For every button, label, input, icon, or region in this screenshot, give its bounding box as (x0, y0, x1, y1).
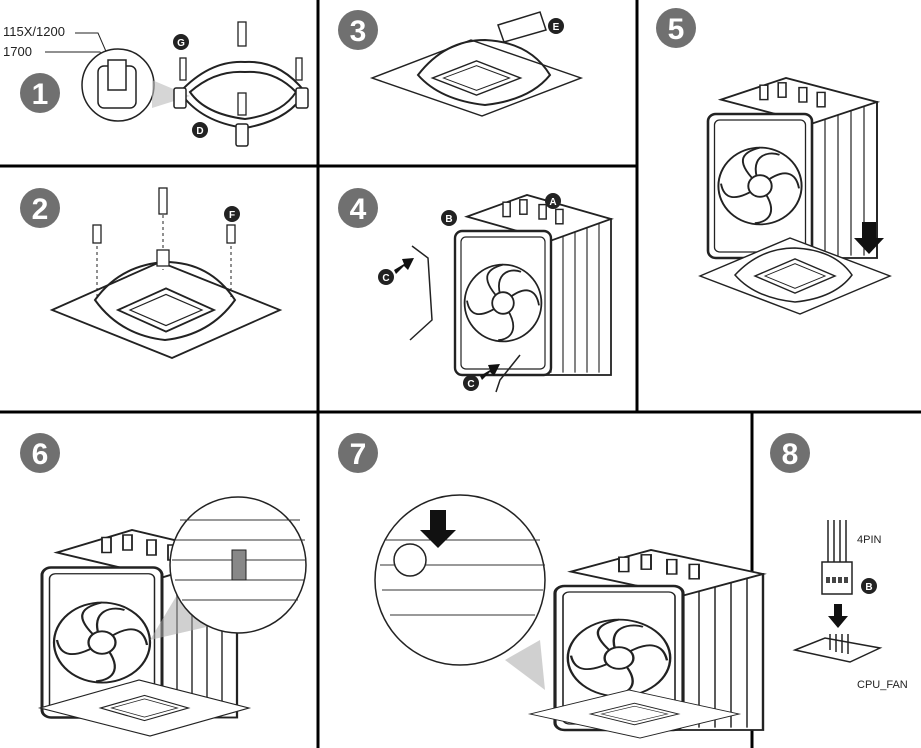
step-number: 6 (32, 438, 49, 471)
step-number: 1 (32, 78, 49, 111)
part-letter: C (467, 379, 474, 390)
step-badge-icon (338, 188, 378, 228)
step-badge-icon (770, 433, 810, 473)
step-number: 3 (350, 15, 367, 48)
step-badge-icon (656, 8, 696, 48)
header-label: CPU_FAN (857, 679, 908, 691)
magnifier-callout (374, 494, 546, 666)
socket-label-1700: 1700 (3, 44, 32, 59)
part-letter: C (382, 273, 389, 284)
step-badge-icon (338, 10, 378, 50)
part-letter: D (196, 126, 203, 137)
down-arrow-icon (854, 222, 884, 254)
step-number: 7 (350, 438, 367, 471)
panel-step-2: 2 F (20, 187, 281, 359)
part-letter-badge (545, 193, 561, 209)
part-letter-badge (192, 122, 208, 138)
panel-step-4: 4 B A C C (338, 188, 613, 393)
step-number: 2 (32, 193, 49, 226)
connector-label: 4PIN (857, 534, 882, 546)
part-letter: G (177, 38, 185, 49)
down-arrow-icon (420, 510, 456, 548)
step-badge-icon (20, 188, 60, 228)
part-letter-badge (861, 578, 877, 594)
part-letter: B (445, 214, 452, 225)
part-letter: B (865, 582, 872, 593)
part-letter-badge (548, 18, 564, 34)
part-letter-badge (378, 269, 394, 285)
panel-step-6: 6 (20, 433, 307, 737)
part-letter-badge (463, 375, 479, 391)
part-letter-badge (441, 210, 457, 226)
panel-step-3: 3 E (338, 10, 582, 117)
socket-label-115x: 115X/1200 (3, 24, 65, 39)
panel-step-1: 1 115X/1200 1700 (3, 21, 309, 147)
part-letter-badge (173, 34, 189, 50)
panel-step-5: 5 (656, 8, 891, 315)
part-letter: F (229, 210, 235, 221)
step-number: 8 (782, 438, 799, 471)
step-number: 4 (350, 193, 367, 226)
step-badge-icon (20, 433, 60, 473)
part-letter: A (549, 197, 556, 208)
part-letter-badge (224, 206, 240, 222)
step-badge-icon (20, 73, 60, 113)
part-letter: E (553, 22, 560, 33)
step-number: 5 (668, 13, 685, 46)
step-badge-icon (338, 433, 378, 473)
panel-step-8: 8 4PIN B CPU_FAN (770, 433, 908, 691)
down-arrow-icon (828, 604, 848, 628)
insert-arrow-icon (394, 258, 500, 380)
panel-step-7: 7 (338, 433, 765, 739)
